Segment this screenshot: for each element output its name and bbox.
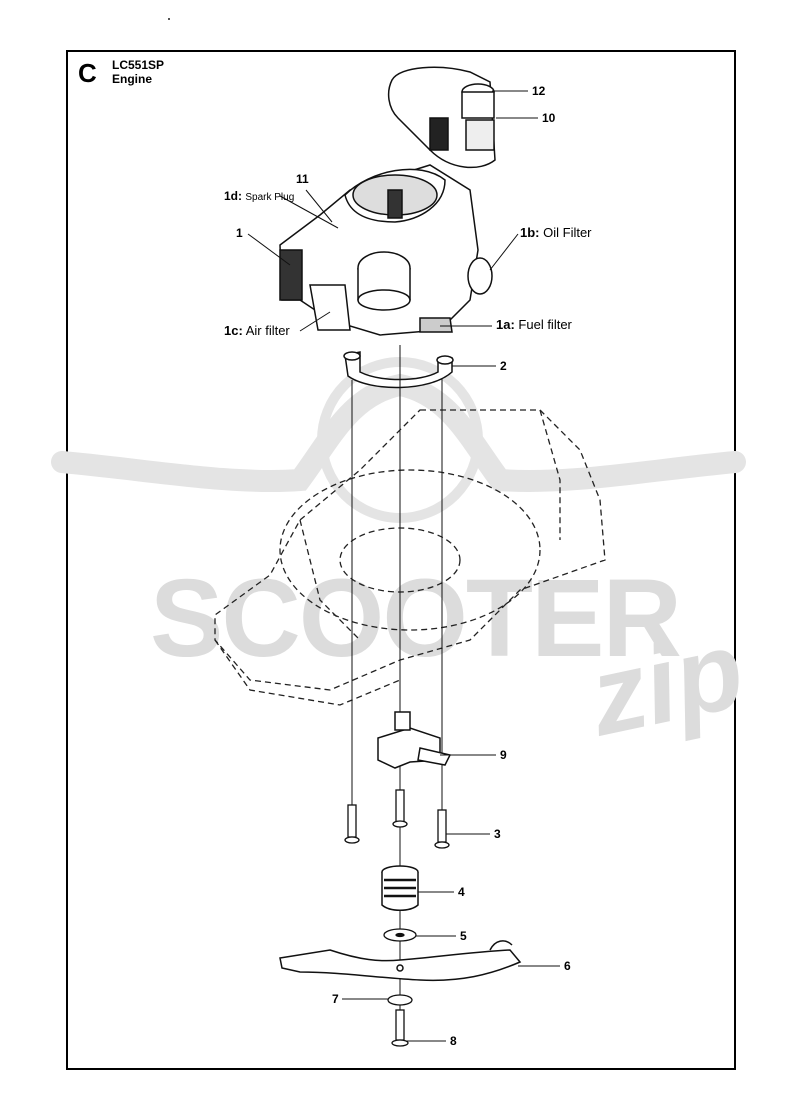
callout-4: 4 xyxy=(458,885,465,899)
callout-1d-num: 1d: xyxy=(224,189,242,203)
section-letter: C xyxy=(78,58,97,88)
section-subtitle: Engine xyxy=(112,72,153,86)
washer-7 xyxy=(387,994,413,1006)
callout-1b-label: Oil Filter xyxy=(543,225,592,240)
callout-1c-num: 1c: xyxy=(224,323,243,338)
callout-1: 1 xyxy=(236,226,243,240)
callout-1c: 1c: Air filter xyxy=(224,324,290,338)
callout-8: 8 xyxy=(450,1034,457,1048)
blade-bolt xyxy=(391,1009,409,1047)
callout-1c-label: Air filter xyxy=(245,323,290,338)
blade xyxy=(279,940,522,982)
callout-1a-label: Fuel filter xyxy=(518,317,572,332)
blade-adapter xyxy=(381,865,419,911)
callout-1a-num: 1a: xyxy=(496,317,515,332)
callout-11: 11 xyxy=(296,172,309,186)
fuel-tank xyxy=(387,66,496,169)
callout-1a: 1a: Fuel filter xyxy=(496,318,572,332)
callout-2: 2 xyxy=(500,359,507,373)
callout-7: 7 xyxy=(332,992,339,1006)
callout-5: 5 xyxy=(460,929,467,943)
washer-5 xyxy=(383,928,417,942)
stray-mark xyxy=(168,18,170,20)
callout-1b-num: 1b: xyxy=(520,225,540,240)
bolts xyxy=(344,789,450,849)
engine-body xyxy=(279,164,493,336)
callout-1b: 1b: Oil Filter xyxy=(520,226,592,240)
callout-12: 12 xyxy=(532,84,546,98)
callout-9: 9 xyxy=(500,748,507,762)
watermark-text: SCOOTER xyxy=(150,557,682,680)
mower-deck xyxy=(214,409,606,706)
diagram-frame xyxy=(66,50,736,1070)
callout-3: 3 xyxy=(494,827,501,841)
mounting-ring xyxy=(343,351,454,389)
callout-1d: 1d: Spark Plug xyxy=(224,189,294,205)
callout-10: 10 xyxy=(542,111,556,125)
blade-bracket xyxy=(377,711,452,769)
callout-6: 6 xyxy=(564,959,571,973)
model-title: LC551SP xyxy=(112,58,165,72)
callout-1d-label: Spark Plug xyxy=(245,192,295,203)
leader-lines xyxy=(247,90,560,1042)
